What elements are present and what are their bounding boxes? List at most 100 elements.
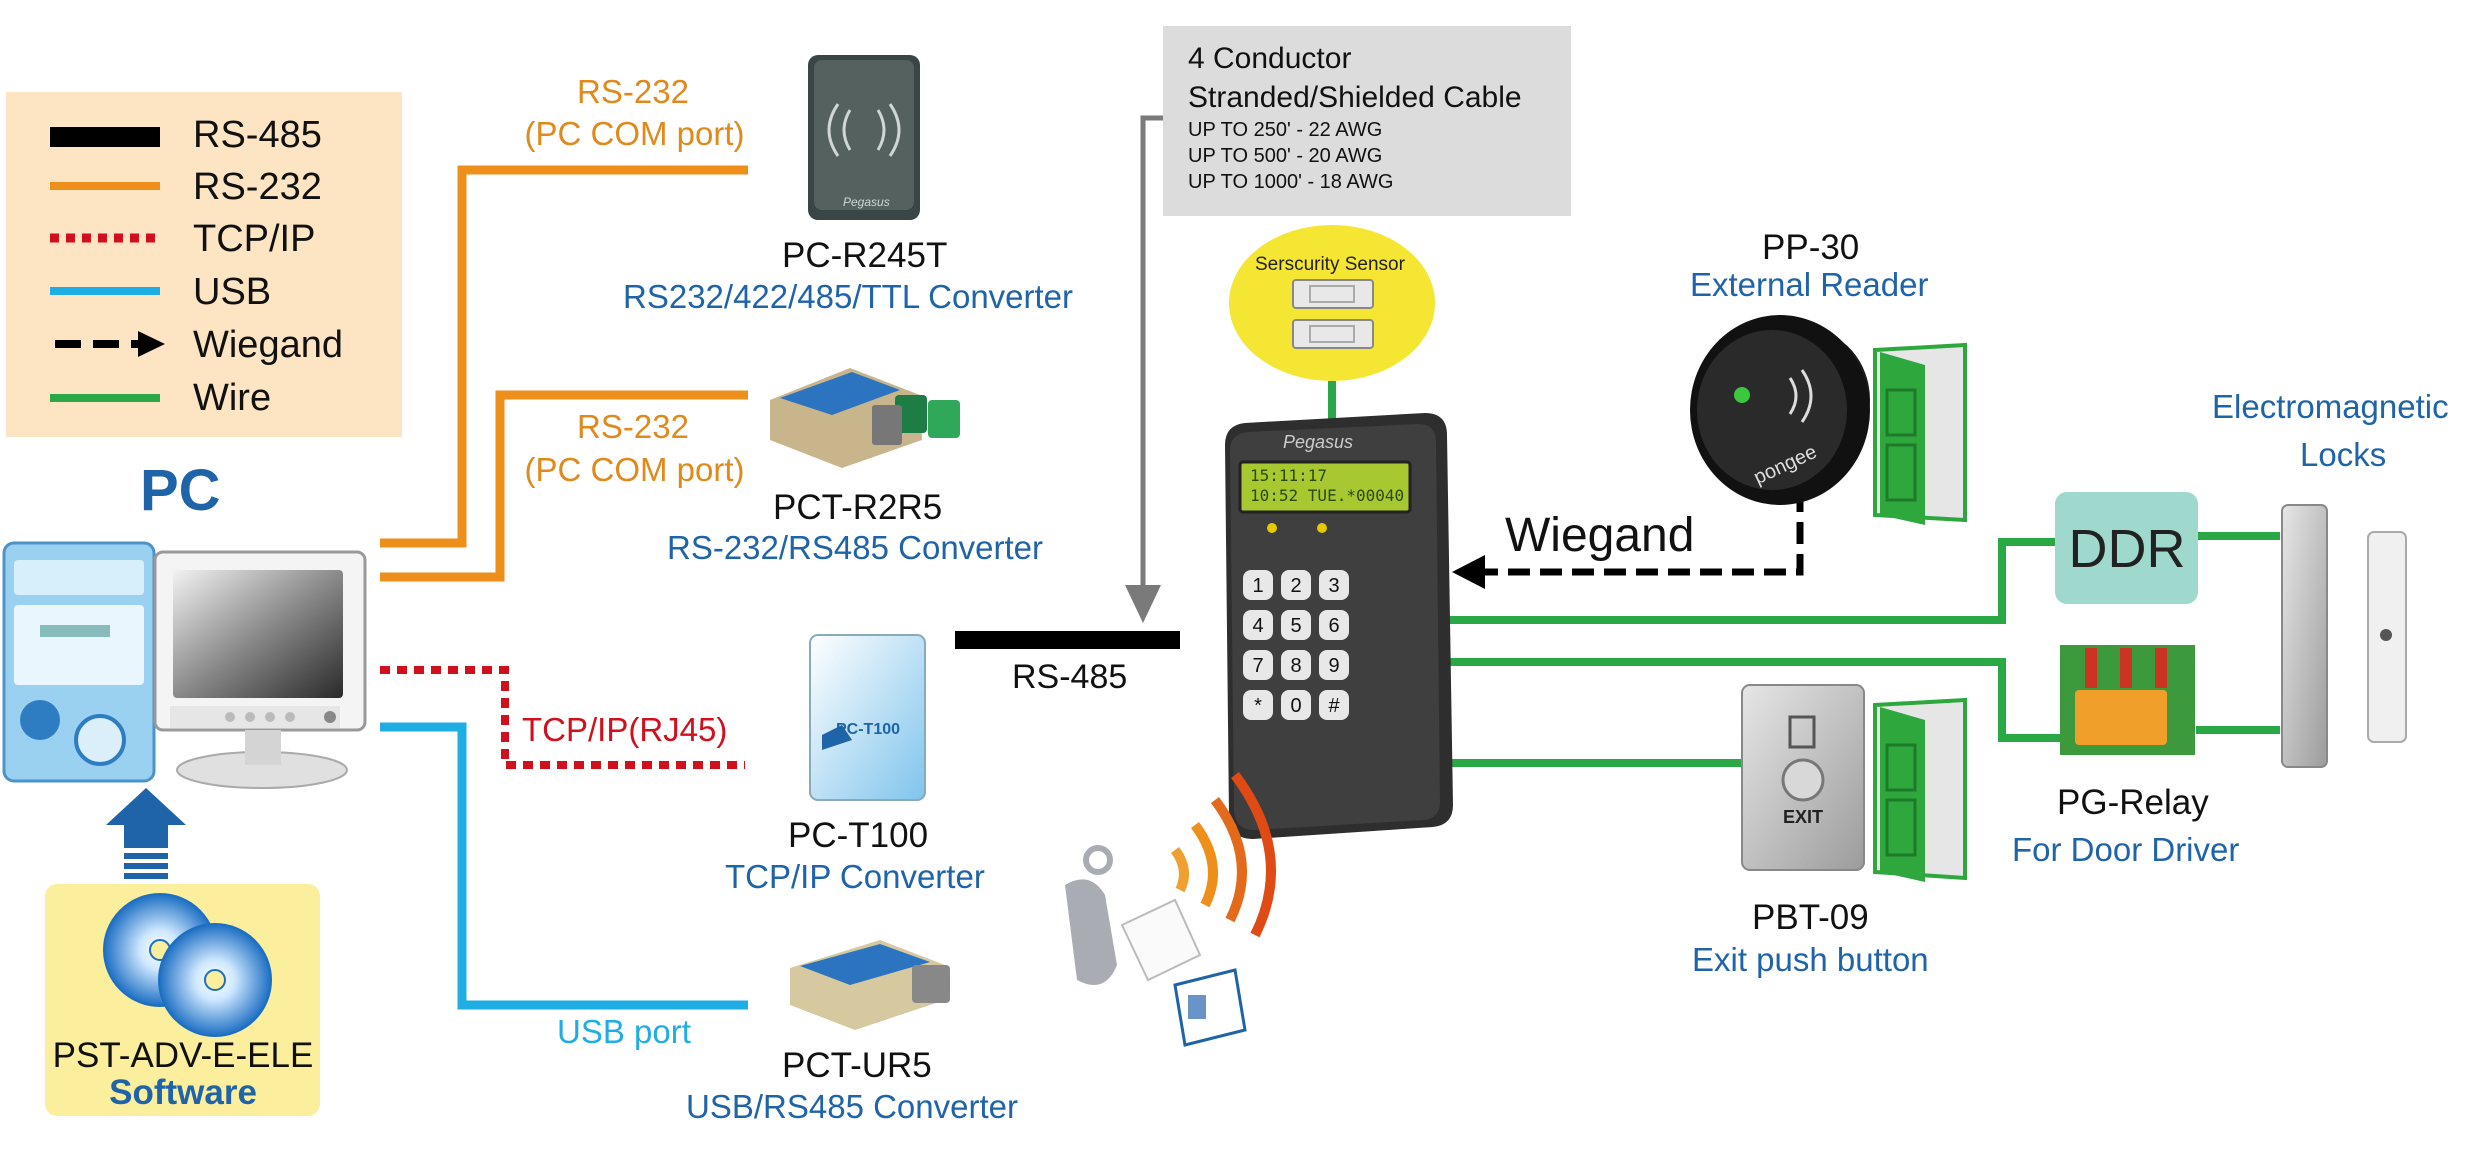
legend-label-rs485: RS-485 xyxy=(193,114,322,156)
pp30-name: PP-30 xyxy=(1762,228,1860,267)
controller-lcd-line2: 10:52 TUE.*00040 xyxy=(1250,486,1405,505)
keypad-key-label: 0 xyxy=(1290,695,1301,717)
pbt09-desc: Exit push button xyxy=(1692,941,1929,978)
pc-tower xyxy=(2,541,156,783)
locks-label-line1: Electromagnetic xyxy=(2212,388,2449,425)
r245t-brand: Pegasus xyxy=(843,195,890,209)
exit-button-label: EXIT xyxy=(1783,807,1824,827)
keypad-key-label: 7 xyxy=(1252,655,1263,677)
wiegand-line xyxy=(1452,490,1804,589)
software-sub: Software xyxy=(109,1073,257,1112)
controller-lcd-line1: 15:11:17 xyxy=(1250,466,1328,485)
pc-r245t-name: PC-R245T xyxy=(782,236,948,275)
pc-monitor xyxy=(153,550,367,789)
pct-r2r5-device xyxy=(770,368,960,468)
keypad-key: 3 xyxy=(1319,570,1349,600)
keypad-key-label: 1 xyxy=(1252,575,1263,597)
legend-label-rs232: RS-232 xyxy=(193,166,322,208)
wire-to-ddr xyxy=(1445,538,2055,624)
exit-button-device xyxy=(1741,684,1865,871)
pg-relay-desc: For Door Driver xyxy=(2012,831,2240,868)
cable-spec-3: UP TO 1000' - 18 AWG xyxy=(1188,171,1394,193)
pc-t100-name: PC-T100 xyxy=(788,816,929,855)
cable-title-2: Stranded/Shielded Cable xyxy=(1188,81,1522,114)
wiegand-label: Wiegand xyxy=(1505,509,1695,562)
legend-box xyxy=(6,92,402,437)
cable-pointer xyxy=(1125,115,1165,623)
pc-t100-desc: TCP/IP Converter xyxy=(725,858,985,895)
rs232-line-b xyxy=(380,390,748,582)
legend-label-tcpip: TCP/IP xyxy=(193,218,316,260)
sensor-label: Serscurity Sensor xyxy=(1255,254,1405,275)
ddr-box xyxy=(2055,492,2198,604)
rs232-a-label-line1: RS-232 xyxy=(577,73,689,110)
cable-title-1: 4 Conductor xyxy=(1188,42,1352,75)
keypad-key: * xyxy=(1243,690,1273,720)
keypad-key-label: 9 xyxy=(1328,655,1339,677)
controller-keypad: 1 2 3 4 5 6 7 8 9 * 0 # xyxy=(1243,570,1349,720)
keypad-key-label: 5 xyxy=(1290,615,1301,637)
door-icon-bottom xyxy=(1873,697,1967,882)
locks-label-line2: Locks xyxy=(2300,436,2387,473)
keypad-key: 1 xyxy=(1243,570,1273,600)
pg-relay-device xyxy=(2060,645,2195,755)
cable-spec-1: UP TO 250' - 22 AWG xyxy=(1188,119,1383,141)
pct-ur5-name: PCT-UR5 xyxy=(782,1046,932,1085)
keypad-key: 2 xyxy=(1281,570,1311,600)
pbt09-name: PBT-09 xyxy=(1752,898,1869,937)
tcpip-label: TCP/IP(RJ45) xyxy=(522,711,728,748)
pct-r2r5-desc: RS-232/RS485 Converter xyxy=(667,529,1044,566)
keypad-key: # xyxy=(1319,690,1349,720)
ddr-label: DDR xyxy=(2068,519,2186,579)
cable-info-box xyxy=(1163,26,1571,216)
software-name: PST-ADV-E-ELE xyxy=(52,1036,314,1075)
pc-r245t-desc: RS232/422/485/TTL Converter xyxy=(623,278,1074,315)
controller-brand: Pegasus xyxy=(1283,432,1354,452)
rs485-label: RS-485 xyxy=(1012,658,1128,696)
rs232-line-a xyxy=(380,165,748,548)
door-icon-top xyxy=(1873,342,1967,525)
usb-line xyxy=(380,722,748,1010)
keypad-key: 9 xyxy=(1319,650,1349,680)
keypad-key-label: 8 xyxy=(1290,655,1301,677)
keypad-key: 7 xyxy=(1243,650,1273,680)
electromagnetic-lock-device xyxy=(2281,504,2407,768)
keypad-key: 8 xyxy=(1281,650,1311,680)
install-arrow-icon xyxy=(106,788,186,879)
pct-ur5-desc: USB/RS485 Converter xyxy=(686,1088,1018,1125)
wire-to-relay xyxy=(1445,658,2060,742)
pc-t100-device xyxy=(809,634,926,801)
keypad-key: 4 xyxy=(1243,610,1273,640)
rs232-b-label-line1: RS-232 xyxy=(577,408,689,445)
keypad-key-label: 4 xyxy=(1252,615,1263,637)
legend-label-wiegand: Wiegand xyxy=(193,324,343,366)
keypad-key-label: * xyxy=(1254,695,1262,717)
legend-label-wire: Wire xyxy=(193,377,272,419)
cable-spec-2: UP TO 500' - 20 AWG xyxy=(1188,145,1383,167)
software-cd-icon xyxy=(103,893,272,1037)
rs232-b-label-line2: (PC COM port) xyxy=(524,451,745,488)
keypad-key: 0 xyxy=(1281,690,1311,720)
tcpip-line xyxy=(380,666,745,769)
keypad-key-label: 2 xyxy=(1290,575,1301,597)
pc-r245t-device xyxy=(808,55,920,220)
legend-swatch-wiegand xyxy=(55,331,165,357)
pc-t100-screen-label: PC-T100 xyxy=(836,721,901,738)
security-sensor xyxy=(1229,225,1435,381)
keypad-key-label: 3 xyxy=(1328,575,1339,597)
keypad-key: 5 xyxy=(1281,610,1311,640)
pct-ur5-device xyxy=(790,940,950,1030)
keypad-key: 6 xyxy=(1319,610,1349,640)
pct-r2r5-name: PCT-R2R5 xyxy=(773,488,943,527)
rs232-a-label-line2: (PC COM port) xyxy=(524,115,745,152)
pc-title: PC xyxy=(140,458,221,523)
pg-relay-name: PG-Relay xyxy=(2057,783,2209,822)
usb-label: USB port xyxy=(557,1013,691,1050)
keypad-key-label: 6 xyxy=(1328,615,1339,637)
legend-label-usb: USB xyxy=(193,271,272,313)
pp30-reader xyxy=(1690,315,1870,505)
pp30-desc: External Reader xyxy=(1690,266,1929,303)
rfid-credentials xyxy=(1065,772,1276,1047)
